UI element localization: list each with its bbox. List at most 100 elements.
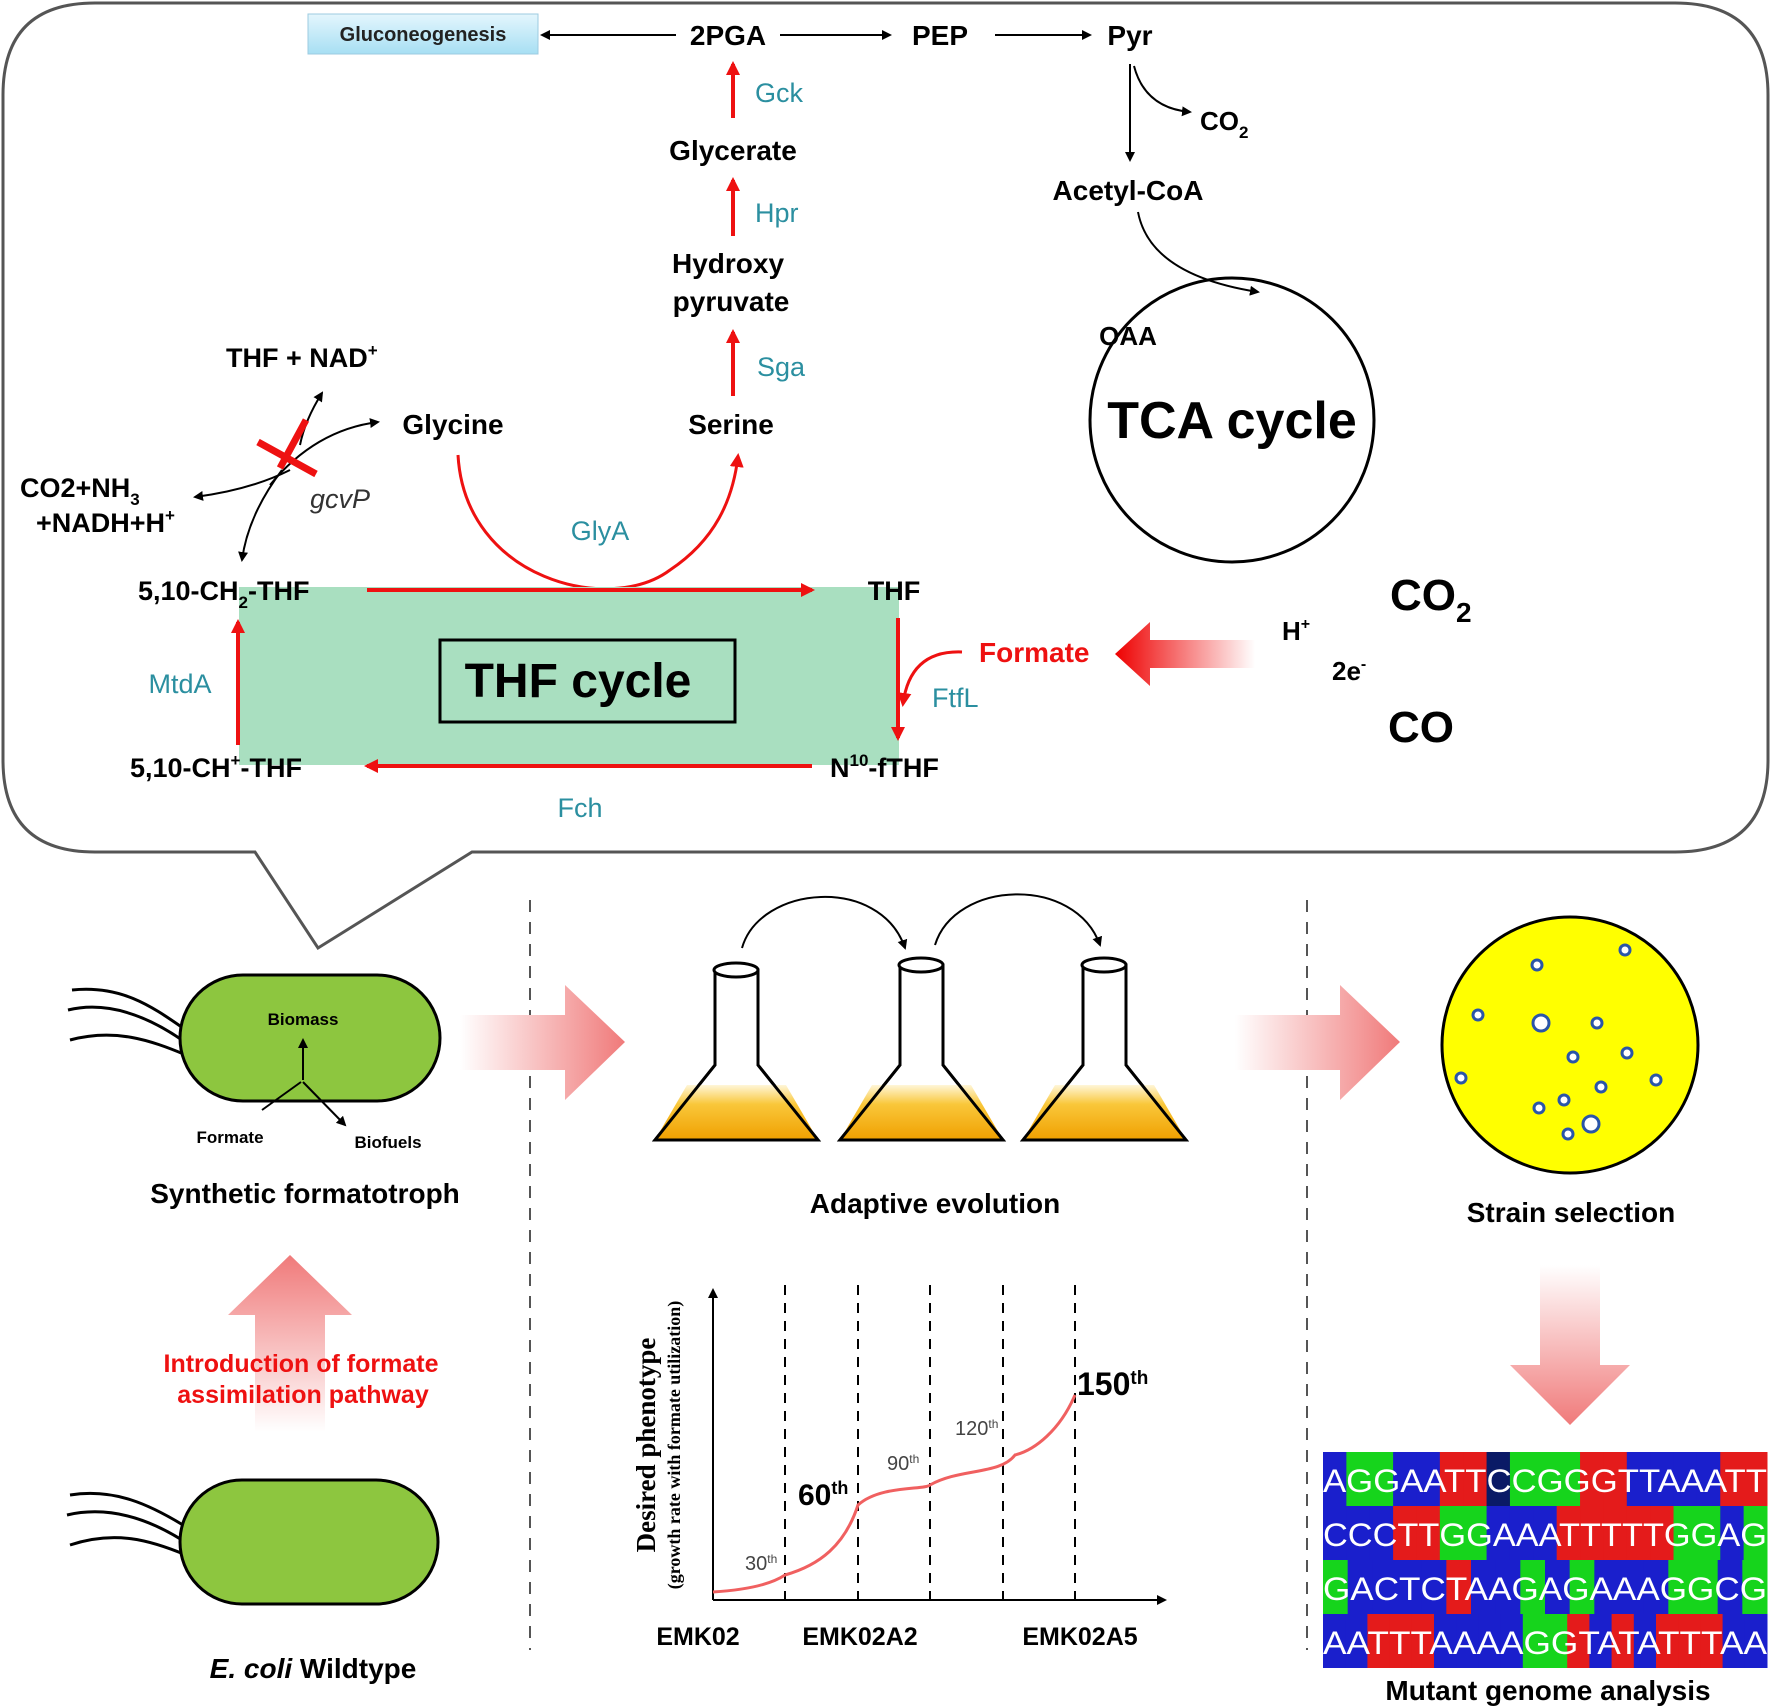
ch2-thf-label: 5,10-CH2-THF bbox=[138, 576, 310, 612]
co2-big-label: CO2 bbox=[1390, 571, 1472, 628]
synthetic-formatotroph-cell bbox=[178, 973, 442, 1103]
cell-formate-label: Formate bbox=[196, 1128, 263, 1147]
genome-base-cell bbox=[1673, 1506, 1698, 1560]
genome-base-cell bbox=[1372, 1560, 1398, 1614]
co2-to-formate-arrow bbox=[1115, 622, 1255, 686]
chart-marker-label: 120th bbox=[955, 1417, 998, 1440]
biomass-label: Biomass bbox=[268, 1010, 339, 1029]
genome-sequence-grid: AGGAATTCCGGGTTAAATTCCCTTGGAAATTTTTGGAGGA… bbox=[1323, 1452, 1768, 1668]
ftfl-label: FtfL bbox=[932, 683, 979, 713]
fch-label: Fch bbox=[557, 793, 602, 823]
mutant-genome-label: Mutant genome analysis bbox=[1385, 1675, 1710, 1706]
tca-cycle-label: TCA cycle bbox=[1107, 392, 1357, 450]
genome-base-cell bbox=[1478, 1614, 1502, 1668]
formate-label: Formate bbox=[979, 637, 1089, 668]
chart-series-line bbox=[712, 1394, 1077, 1594]
flagella-top bbox=[67, 987, 187, 1057]
co2-small-label: CO2 bbox=[1200, 106, 1248, 142]
genome-base-cell bbox=[1567, 1614, 1590, 1668]
genome-base-cell bbox=[1633, 1614, 1657, 1668]
genome-base-cell bbox=[1700, 1614, 1724, 1668]
glycine-label: Glycine bbox=[402, 409, 503, 440]
chart-ylabel-2: (growth rate with formate utilization) bbox=[664, 1301, 685, 1590]
genome-base-cell bbox=[1397, 1560, 1423, 1614]
co-label: CO bbox=[1388, 703, 1454, 752]
genome-base-cell bbox=[1619, 1560, 1645, 1614]
gluconeogenesis-box bbox=[307, 13, 539, 55]
genome-base-cell bbox=[1393, 1506, 1417, 1560]
transfer-arrow-2 bbox=[934, 893, 1103, 947]
mtda-label: MtdA bbox=[148, 669, 211, 699]
gcvp-label: gcvP bbox=[310, 484, 370, 514]
wildtype-cell bbox=[178, 1478, 440, 1606]
genome-base-cell bbox=[1545, 1614, 1568, 1668]
tca-cycle-circle bbox=[1088, 276, 1376, 564]
genome-base-cell bbox=[1696, 1452, 1721, 1506]
genome-base-cell bbox=[1323, 1560, 1349, 1614]
genome-base-cell bbox=[1346, 1506, 1371, 1560]
introduction-label-1: Introduction of formate bbox=[164, 1350, 439, 1378]
evolution-chart: Desired phenotype (growth rate with form… bbox=[631, 1285, 1167, 1651]
oaa-label: OAA bbox=[1099, 321, 1157, 351]
n10-fthf-label: N10-fTHF bbox=[830, 751, 939, 783]
introduction-up-arrow bbox=[228, 1255, 352, 1432]
colonies bbox=[1454, 943, 1663, 1141]
genome-sequence-row: CCCTTGGAAATTTTTGGAG bbox=[1323, 1517, 1767, 1553]
genome-base-cell bbox=[1720, 1452, 1745, 1506]
h-plus-label: H+ bbox=[1282, 616, 1310, 646]
gcvp-arrow-to-ch2thf bbox=[238, 469, 283, 562]
genome-base-cell bbox=[1650, 1506, 1675, 1560]
genome-base-cell bbox=[1500, 1614, 1524, 1668]
thf-cycle-label-box bbox=[438, 638, 737, 724]
genome-base-cell bbox=[1643, 1560, 1669, 1614]
chart-marker-label: 60th bbox=[798, 1478, 848, 1512]
chart-marker-label: 90th bbox=[887, 1452, 919, 1475]
pga-label: 2PGA bbox=[690, 20, 766, 51]
genome-base-cell bbox=[1589, 1614, 1613, 1668]
sga-label: Sga bbox=[757, 352, 806, 382]
arrow-to-selection bbox=[1235, 985, 1400, 1100]
glycerate-label: Glycerate bbox=[669, 135, 797, 166]
genome-base-cell bbox=[1393, 1452, 1417, 1506]
chart-ylabel: Desired phenotype bbox=[631, 1338, 661, 1553]
gck-label: Gck bbox=[755, 78, 804, 108]
wildtype-label: E. coli Wildtype bbox=[210, 1653, 417, 1684]
genome-base-cell bbox=[1486, 1506, 1511, 1560]
genome-base-cell bbox=[1656, 1614, 1679, 1668]
genome-base-cell bbox=[1369, 1452, 1394, 1506]
two-e-label: 2e- bbox=[1332, 656, 1366, 686]
thf-label: THF bbox=[868, 576, 920, 606]
arrow-pyr-to-co2 bbox=[1133, 65, 1192, 117]
genome-base-cell bbox=[1603, 1452, 1628, 1506]
genome-base-cell bbox=[1668, 1560, 1694, 1614]
genome-base-cell bbox=[1603, 1506, 1628, 1560]
genome-base-cell bbox=[1722, 1614, 1746, 1668]
flask-1 bbox=[651, 961, 822, 1142]
chplus-thf-label: 5,10-CH+-THF bbox=[130, 751, 302, 783]
hpr-label: Hpr bbox=[755, 198, 799, 228]
flask-3 bbox=[1019, 956, 1190, 1142]
chart-marker-label: 150th bbox=[1077, 1366, 1148, 1402]
co2-nh3-label-1: CO2+NH3 bbox=[20, 473, 140, 509]
genome-base-cell bbox=[1463, 1506, 1488, 1560]
genome-base-cell bbox=[1446, 1560, 1472, 1614]
genome-base-cell bbox=[1556, 1452, 1581, 1506]
petri-dish bbox=[1440, 915, 1700, 1175]
genome-base-cell bbox=[1533, 1506, 1558, 1560]
genome-base-cell bbox=[1367, 1614, 1391, 1668]
synthetic-formatotroph-label: Synthetic formatotroph bbox=[150, 1178, 460, 1209]
genome-base-cell bbox=[1743, 1452, 1768, 1506]
genome-base-cell bbox=[1486, 1452, 1511, 1506]
introduction-label-2: assimilation pathway bbox=[177, 1381, 429, 1409]
x-tick-emk02: EMK02 bbox=[656, 1623, 739, 1651]
genome-base-cell bbox=[1345, 1614, 1368, 1668]
genome-base-cell bbox=[1580, 1506, 1604, 1560]
genome-base-cell bbox=[1611, 1614, 1635, 1668]
glya-label: GlyA bbox=[571, 516, 630, 546]
genome-base-cell bbox=[1520, 1560, 1546, 1614]
genome-base-cell bbox=[1626, 1506, 1651, 1560]
genome-base-cell bbox=[1323, 1506, 1347, 1560]
genome-base-cell bbox=[1650, 1452, 1675, 1506]
